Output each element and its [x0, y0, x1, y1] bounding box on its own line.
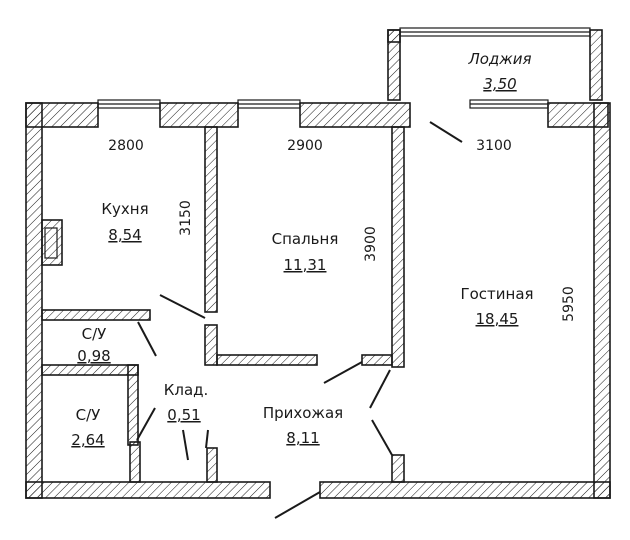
bedroom-depth-dimension: 3900	[363, 226, 379, 262]
kitchen-depth-dimension: 3150	[178, 200, 194, 236]
loggia-name: Лоджия	[467, 50, 531, 68]
dimension-labels: 2800 2900 3100 3150 3900 5950	[108, 138, 577, 322]
exterior-walls	[25, 29, 611, 499]
room-labels: Лоджия 3,50 Кухня 8,54 Спальня 11,31 Гос…	[71, 50, 533, 449]
living-room-width-dimension: 3100	[476, 138, 512, 154]
kitchen-width-dimension: 2800	[108, 138, 144, 154]
kitchen-name: Кухня	[101, 200, 148, 218]
living-room-name: Гостиная	[460, 285, 533, 303]
bedroom-area: 11,31	[284, 256, 327, 274]
windows	[97, 27, 591, 109]
bathroom-bottom-name: С/У	[76, 406, 101, 424]
kitchen-area: 8,54	[108, 226, 141, 244]
closet-name: Клад.	[164, 381, 209, 399]
interior-walls	[41, 126, 405, 483]
closet-area: 0,51	[167, 406, 200, 424]
bathroom-top-area: 0,98	[77, 347, 110, 365]
doors	[136, 121, 463, 519]
bedroom-width-dimension: 2900	[287, 138, 323, 154]
hallway-area: 8,11	[286, 429, 319, 447]
bedroom-name: Спальня	[272, 230, 339, 248]
bathroom-bottom-area: 2,64	[71, 431, 104, 449]
living-room-depth-dimension: 5950	[561, 286, 577, 322]
living-room-area: 18,45	[476, 310, 519, 328]
loggia-area: 3,50	[483, 75, 516, 93]
bathroom-top-name: С/У	[82, 325, 107, 343]
hallway-name: Прихожая	[263, 404, 343, 422]
